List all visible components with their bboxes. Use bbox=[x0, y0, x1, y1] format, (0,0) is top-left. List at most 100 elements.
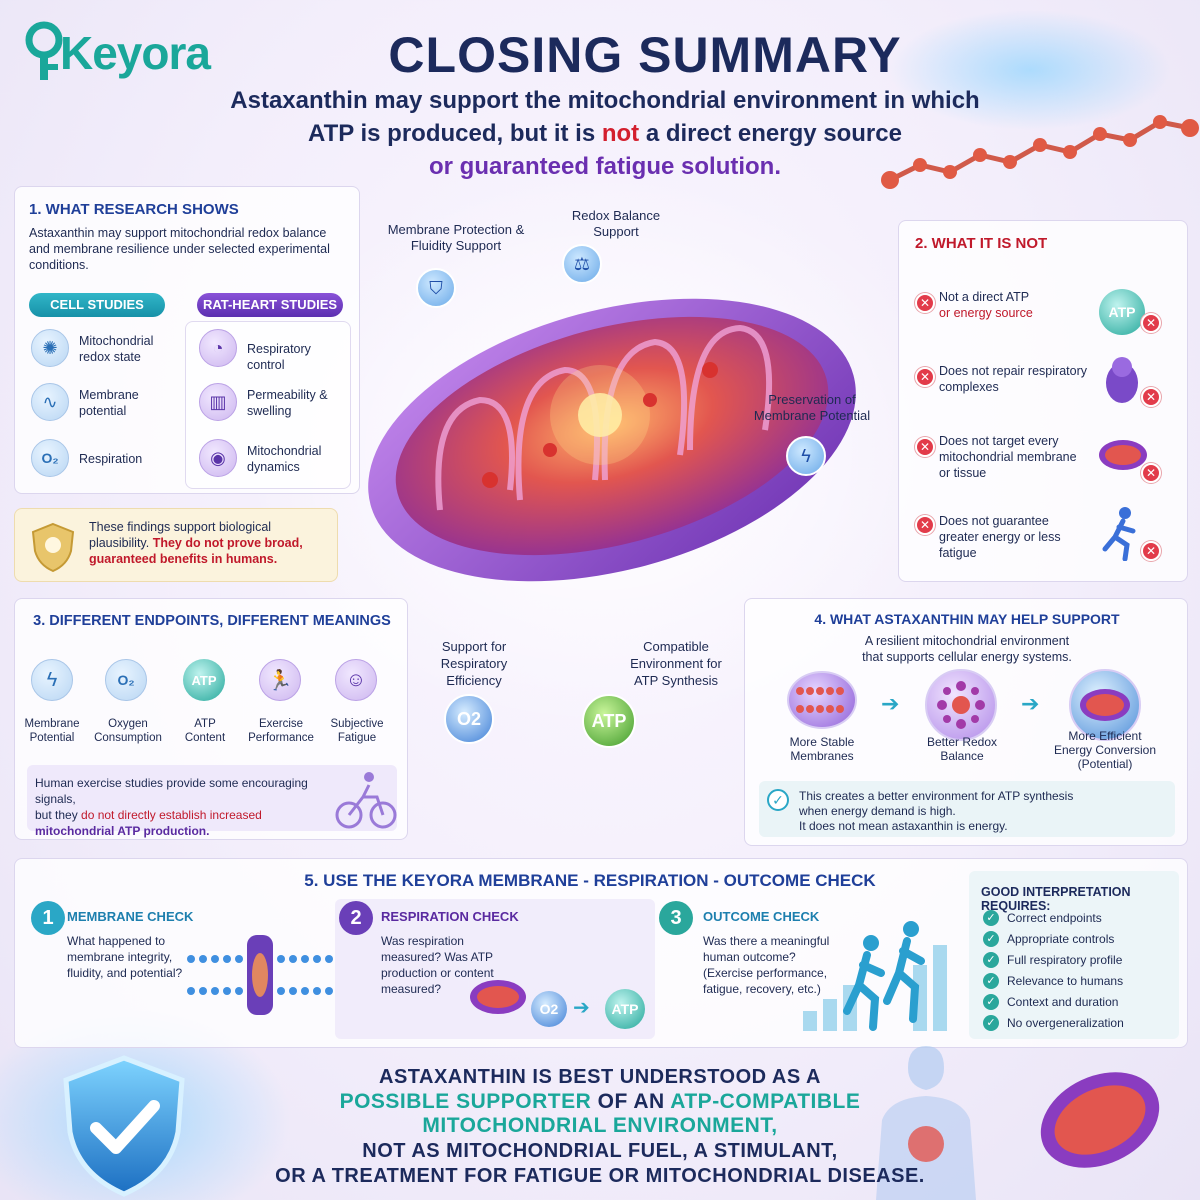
requirement-label: Context and duration bbox=[1007, 994, 1119, 1009]
mitochondrion-illustration bbox=[368, 298, 856, 582]
research-panel: 1. WHAT RESEARCH SHOWS Astaxanthin may s… bbox=[14, 186, 360, 494]
note-line: but they do not directly establish incre… bbox=[35, 807, 335, 823]
subtitle-part: a direct energy source bbox=[639, 120, 902, 147]
endpoint-label: Oxygen Consumption bbox=[94, 718, 162, 744]
balance-scale-icon: ⚖ bbox=[562, 244, 602, 284]
not-item-1: Not a direct ATP or energy source bbox=[939, 289, 1079, 321]
mitochondria-icon: ◉ bbox=[199, 439, 237, 477]
not-item-emphasis: or energy source bbox=[939, 306, 1033, 320]
requirement-item: ✓ Full respiratory profile bbox=[983, 949, 1173, 970]
note-line: Human exercise studies provide some enco… bbox=[35, 776, 308, 806]
red-x-icon: ✕ bbox=[1141, 541, 1161, 561]
endpoint-label: Exercise Performance bbox=[248, 718, 314, 744]
step-text: Was respiration measured? Was ATP produc… bbox=[381, 934, 494, 996]
cell-item: Mitochondrial redox state bbox=[79, 334, 154, 364]
requirement-label: Full respiratory profile bbox=[1007, 952, 1123, 967]
atp-icon: ATP bbox=[605, 989, 645, 1029]
endpoint-label: Membrane Potential bbox=[24, 718, 80, 744]
conclusion-line-2: POSSIBLE SUPPORTER OF AN ATP-COMPATIBLE bbox=[0, 1090, 1200, 1114]
check-icon: ✓ bbox=[983, 930, 999, 947]
redox-molecule-icon bbox=[925, 669, 997, 741]
check-icon: ✓ bbox=[983, 951, 999, 968]
note-emphasis: do not directly establish increased bbox=[81, 808, 262, 822]
subtitle-part: ATP is produced, but it is bbox=[308, 120, 602, 147]
subtitle-line-1: Astaxanthin may support the mitochondria… bbox=[230, 87, 980, 114]
head-profile-icon: ☺ bbox=[335, 659, 377, 701]
rat-item: Mitochondrial dynamics bbox=[247, 444, 322, 474]
endpoints-heading: 3. DIFFERENT ENDPOINTS, DIFFERENT MEANIN… bbox=[33, 613, 391, 629]
requirement-item: ✓ Context and duration bbox=[983, 991, 1173, 1012]
efficient-mitochondria-icon bbox=[1069, 669, 1141, 741]
research-intro: Astaxanthin may support mitochondrial re… bbox=[29, 226, 330, 272]
atp-icon: ATP bbox=[582, 694, 636, 748]
requirement-item: ✓Correct endpoints bbox=[983, 907, 1173, 928]
requirement-item: ✓ No overgeneralization bbox=[983, 1012, 1173, 1033]
requirement-item: ✓ Appropriate controls bbox=[983, 928, 1173, 949]
red-x-icon: ✕ bbox=[915, 367, 935, 387]
endpoint-label: ATP Content bbox=[184, 718, 226, 744]
rat-item: Permeability & swelling bbox=[247, 388, 328, 418]
rat-heart-studies-pill: RAT-HEART STUDIES bbox=[197, 293, 343, 317]
oxygen-icon: O2 bbox=[531, 991, 567, 1027]
molecule-icon bbox=[937, 681, 985, 729]
check-icon: ✓ bbox=[983, 993, 999, 1010]
research-heading: 1. WHAT RESEARCH SHOWS bbox=[29, 201, 239, 218]
support-note: ✓ This creates a better environment for … bbox=[759, 781, 1175, 837]
membrane-potential-icon: ∿ bbox=[31, 383, 69, 421]
step-number: 2 bbox=[339, 901, 373, 935]
page-title: CLOSING SUMMARY bbox=[388, 27, 902, 83]
red-x-icon: ✕ bbox=[915, 515, 935, 535]
support-panel: 4. WHAT ASTAXANTHIN MAY HELP SUPPORT A r… bbox=[744, 598, 1188, 846]
lightning-icon: ϟ bbox=[786, 436, 826, 476]
red-x-icon: ✕ bbox=[1141, 313, 1161, 333]
brand-logo: Keyora bbox=[22, 12, 222, 82]
conclusion-emphasis: POSSIBLE SUPPORTER bbox=[339, 1090, 592, 1113]
note-line: It does not mean astaxanthin is energy. bbox=[799, 819, 1008, 833]
oxygen-icon: O₂ bbox=[31, 439, 69, 477]
cell-studies-pill: CELL STUDIES bbox=[29, 293, 165, 317]
support-item: More Efficient Energy Conversion (Potent… bbox=[1053, 729, 1157, 771]
step-title: MEMBRANE CHECK bbox=[67, 909, 194, 924]
runners-progress-icon bbox=[803, 921, 947, 1031]
red-x-icon: ✕ bbox=[1141, 463, 1161, 483]
conclusion-plain: OF AN bbox=[591, 1090, 671, 1113]
page-subtitle: Astaxanthin may support the mitochondria… bbox=[200, 84, 1010, 183]
mitochondria-icon bbox=[470, 980, 526, 1014]
membrane-bilayer-icon bbox=[796, 687, 844, 713]
step-number: 1 bbox=[31, 901, 65, 935]
keyora-check-panel: 5. USE THE KEYORA MEMBRANE - RESPIRATION… bbox=[14, 858, 1188, 1048]
step-text: Was there a meaningful human outcome? (E… bbox=[703, 934, 830, 996]
mitochondria-icon bbox=[1080, 689, 1130, 721]
step-title: OUTCOME CHECK bbox=[703, 909, 820, 924]
runner-icon bbox=[1102, 507, 1136, 561]
step-number: 3 bbox=[659, 901, 693, 935]
arrow-right-icon: ➔ bbox=[1021, 691, 1040, 716]
not-item-4: Does not guarantee greater energy or les… bbox=[939, 514, 1061, 560]
label-respiratory-efficiency: Support for Respiratory Efficiency bbox=[440, 639, 508, 688]
what-it-is-not-panel: 2. WHAT IT IS NOT ✕ Not a direct ATP or … bbox=[898, 220, 1188, 582]
not-heading: 2. WHAT IT IS NOT bbox=[915, 235, 1048, 252]
check-icon: ✓ bbox=[983, 1014, 999, 1031]
atp-icon: ATP bbox=[1099, 289, 1145, 335]
note-line: mitochondrial ATP production. bbox=[35, 824, 210, 838]
atp-icon: ATP bbox=[183, 659, 225, 701]
human-torso-icon bbox=[876, 1046, 976, 1200]
logo-text: Keyora bbox=[60, 27, 211, 79]
label-membrane-protection: Membrane Protection & Fluidity Support bbox=[387, 222, 525, 253]
support-item: Better Redox Balance bbox=[926, 735, 998, 763]
step-text: What happened to membrane integrity, flu… bbox=[67, 934, 183, 980]
research-note-text: These findings support biological plausi… bbox=[89, 519, 333, 567]
subtitle-line-2: ATP is produced, but it is not a direct … bbox=[200, 117, 1010, 150]
check-icon: ✓ bbox=[983, 972, 999, 989]
requirements-box: GOOD INTERPRETATION REQUIRES: ✓Correct e… bbox=[969, 871, 1179, 1039]
note-emphasis: They do not prove broad, guaranteed bene… bbox=[89, 536, 303, 566]
support-note-text: This creates a better environment for AT… bbox=[799, 789, 1099, 834]
oxygen-icon: O2 bbox=[444, 694, 494, 744]
requirement-label: No overgeneralization bbox=[1007, 1015, 1124, 1030]
red-x-icon: ✕ bbox=[1141, 387, 1161, 407]
subtitle-emphasis: not bbox=[601, 120, 640, 147]
note-line: This creates a better environment for AT… bbox=[799, 789, 1074, 818]
requirement-label: Appropriate controls bbox=[1007, 931, 1115, 946]
support-item: More Stable Membranes bbox=[789, 735, 855, 763]
requirements-list: ✓Correct endpoints ✓ Appropriate controls… bbox=[983, 907, 1173, 1033]
